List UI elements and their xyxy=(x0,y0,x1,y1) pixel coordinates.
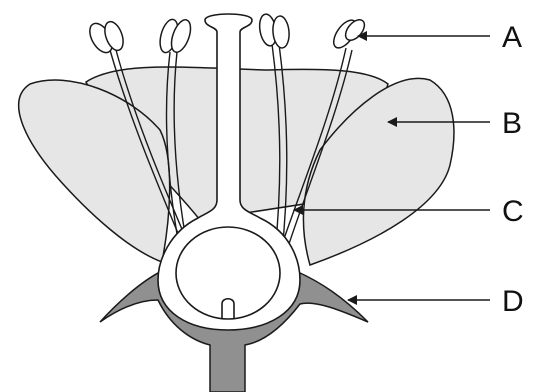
label-c: C xyxy=(502,195,524,228)
label-b: B xyxy=(502,107,522,140)
label-a: A xyxy=(502,21,522,54)
label-d: D xyxy=(502,285,524,318)
ovule xyxy=(222,299,234,318)
